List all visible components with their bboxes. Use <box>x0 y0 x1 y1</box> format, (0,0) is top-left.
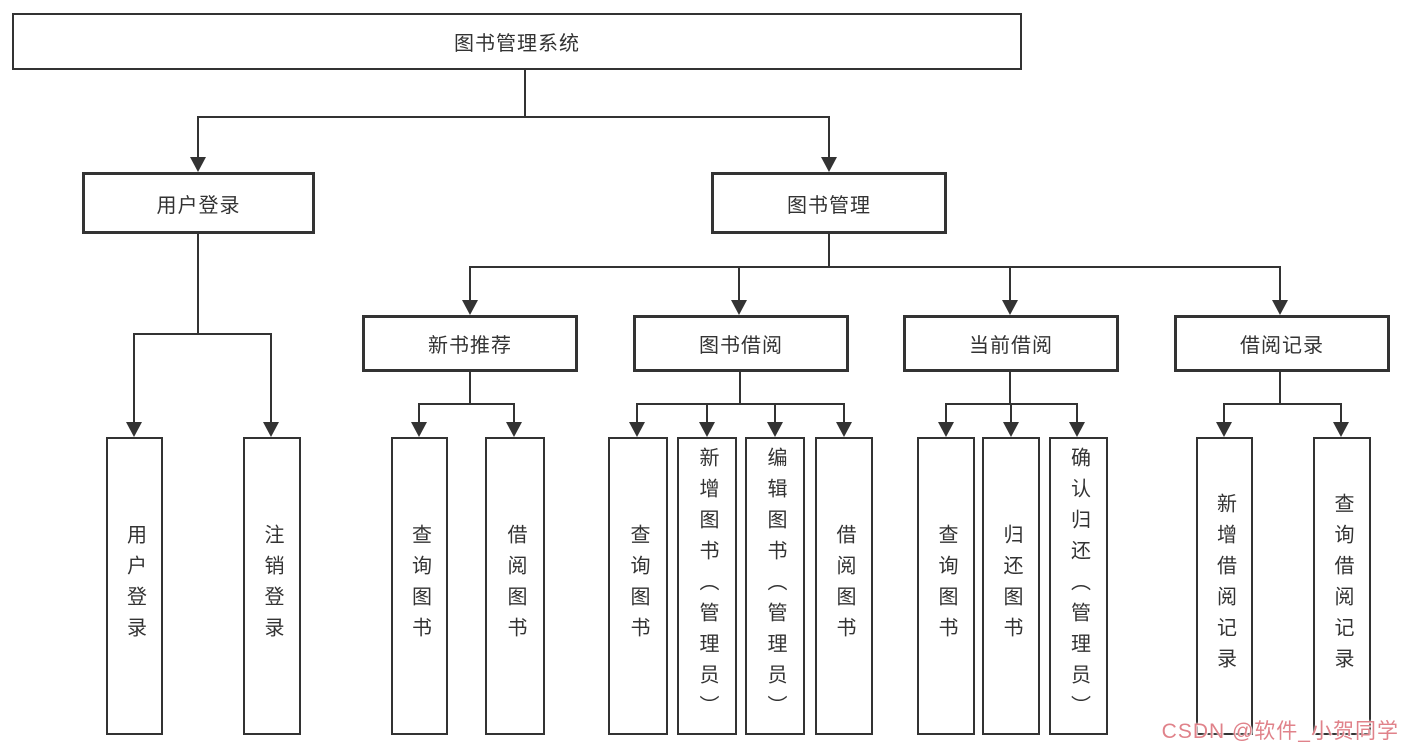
connector-drop <box>1223 403 1225 423</box>
leaf-cb-query-books: 查询图书 <box>917 437 975 735</box>
arrow-down-icon <box>1272 300 1288 315</box>
arrow-down-icon <box>767 422 783 437</box>
leaf-label: 用户登录 <box>123 524 146 648</box>
leaf-cb-return-books: 归还图书 <box>982 437 1040 735</box>
node-current-borrowing: 当前借阅 <box>903 315 1119 372</box>
arrow-down-icon <box>1003 422 1019 437</box>
leaf-label: 归还图书 <box>1000 524 1022 648</box>
arrow-down-icon <box>836 422 852 437</box>
arrow-down-icon <box>1333 422 1349 437</box>
arrow-down-icon <box>411 422 427 437</box>
connector-drop-user-login <box>197 116 199 158</box>
connector-bb-rail <box>636 403 844 405</box>
connector-user-login-trunk <box>197 234 199 335</box>
arrow-down-icon <box>821 157 837 172</box>
arrow-down-icon <box>126 422 142 437</box>
leaf-label: 注销登录 <box>261 524 283 648</box>
connector-cb-trunk <box>1009 372 1011 405</box>
connector-root-trunk <box>524 70 526 118</box>
connector-drop <box>843 403 845 423</box>
leaf-bb-borrow-books: 借阅图书 <box>815 437 873 735</box>
node-library-management-system: 图书管理系统 <box>12 13 1022 70</box>
leaf-label: 确认归还（管理员） <box>1067 446 1090 726</box>
connector-nb-trunk <box>469 372 471 405</box>
connector-drop-new-book <box>469 266 471 302</box>
connector-drop <box>636 403 638 423</box>
node-borrow-records: 借阅记录 <box>1174 315 1390 372</box>
connector-level1-rail <box>197 116 830 118</box>
connector-drop-book-mgmt <box>828 116 830 158</box>
node-label: 图书管理 <box>787 194 871 217</box>
connector-drop <box>1010 403 1012 423</box>
connector-drop <box>1076 403 1078 423</box>
connector-drop <box>706 403 708 423</box>
arrow-down-icon <box>1069 422 1085 437</box>
leaf-bb-add-books-admin: 新增图书（管理员） <box>677 437 737 735</box>
connector-br-rail <box>1223 403 1342 405</box>
connector-drop-logout <box>270 333 272 423</box>
leaf-label: 查询借阅记录 <box>1331 493 1353 679</box>
leaf-nb-borrow-books: 借阅图书 <box>485 437 545 735</box>
connector-level2-rail <box>469 266 1280 268</box>
leaf-logout: 注销登录 <box>243 437 301 735</box>
connector-drop <box>418 403 420 423</box>
leaf-bb-edit-books-admin: 编辑图书（管理员） <box>745 437 805 735</box>
leaf-user-login: 用户登录 <box>106 437 163 735</box>
leaf-label: 新增图书（管理员） <box>696 446 718 726</box>
connector-br-trunk <box>1279 372 1281 405</box>
leaf-nb-query-books: 查询图书 <box>391 437 448 735</box>
arrow-down-icon <box>938 422 954 437</box>
node-new-book-recommend: 新书推荐 <box>362 315 578 372</box>
leaf-label: 查询图书 <box>408 524 431 648</box>
leaf-br-add-record: 新增借阅记录 <box>1196 437 1253 735</box>
node-label: 新书推荐 <box>428 335 512 357</box>
arrow-down-icon <box>263 422 279 437</box>
leaf-label: 查询图书 <box>627 524 649 648</box>
arrow-down-icon <box>506 422 522 437</box>
node-label: 图书管理系统 <box>454 33 580 55</box>
node-label: 用户登录 <box>156 194 241 217</box>
connector-drop <box>945 403 947 423</box>
connector-user-login-rail <box>133 333 272 335</box>
connector-book-mgmt-trunk <box>828 234 830 268</box>
arrow-down-icon <box>699 422 715 437</box>
connector-drop-login <box>133 333 135 423</box>
leaf-cb-confirm-return-admin: 确认归还（管理员） <box>1049 437 1108 735</box>
arrow-down-icon <box>1002 300 1018 315</box>
arrow-down-icon <box>629 422 645 437</box>
leaf-bb-query-books: 查询图书 <box>608 437 668 735</box>
connector-drop-current-borrow <box>1009 266 1011 302</box>
connector-nb-rail <box>418 403 515 405</box>
connector-drop <box>513 403 515 423</box>
node-label: 图书借阅 <box>699 335 783 357</box>
node-book-management: 图书管理 <box>711 172 947 234</box>
node-label: 借阅记录 <box>1240 335 1324 357</box>
arrow-down-icon <box>1216 422 1232 437</box>
arrow-down-icon <box>462 300 478 315</box>
leaf-label: 借阅图书 <box>504 524 526 648</box>
leaf-label: 查询图书 <box>935 524 957 648</box>
connector-drop <box>774 403 776 423</box>
connector-drop-borrow-records <box>1279 266 1281 302</box>
leaf-label: 编辑图书（管理员） <box>764 446 786 726</box>
connector-drop-book-borrow <box>738 266 740 302</box>
leaf-label: 新增借阅记录 <box>1213 493 1236 679</box>
connector-bb-trunk <box>739 372 741 405</box>
leaf-label: 借阅图书 <box>833 524 855 648</box>
node-book-borrowing: 图书借阅 <box>633 315 849 372</box>
leaf-br-query-record: 查询借阅记录 <box>1313 437 1371 735</box>
node-label: 当前借阅 <box>969 335 1053 357</box>
node-user-login: 用户登录 <box>82 172 315 234</box>
arrow-down-icon <box>731 300 747 315</box>
arrow-down-icon <box>190 157 206 172</box>
connector-drop <box>1340 403 1342 423</box>
